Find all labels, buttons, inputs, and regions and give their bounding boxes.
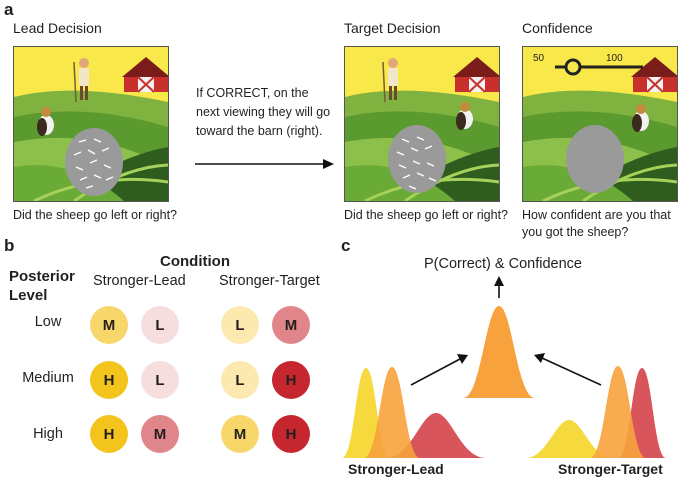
posterior-level-heading: Posterior Level bbox=[9, 268, 75, 304]
high-lead-second-circle: M bbox=[141, 415, 179, 453]
center-distribution bbox=[463, 306, 535, 398]
medium-target-first-circle: L bbox=[221, 361, 259, 399]
top-output-label: P(Correct) & Confidence bbox=[424, 256, 582, 272]
panel-c-letter: c bbox=[341, 236, 351, 255]
target-yellow-distribution bbox=[526, 420, 612, 458]
confidence-title: Confidence bbox=[522, 20, 593, 36]
distribution-diagram bbox=[342, 276, 666, 458]
target-decision-scene bbox=[344, 46, 500, 202]
target-orange-distribution bbox=[590, 366, 646, 458]
column-stronger-target: Stronger-Target bbox=[219, 273, 320, 289]
condition-heading: Condition bbox=[160, 253, 230, 270]
lead-orange-distribution bbox=[364, 367, 420, 458]
row-label-high: High bbox=[33, 426, 63, 442]
high-target-first-circle: M bbox=[221, 415, 259, 453]
instruction-text: If CORRECT, on the next viewing they wil… bbox=[196, 86, 331, 138]
low-target-second-circle: M bbox=[272, 306, 310, 344]
low-target-first-circle: L bbox=[221, 306, 259, 344]
row-label-low: Low bbox=[34, 314, 62, 330]
panel-a-letter: a bbox=[4, 0, 14, 19]
low-lead-first-circle: M bbox=[90, 306, 128, 344]
medium-lead-second-circle: L bbox=[141, 361, 179, 399]
right-to-center-arrow bbox=[541, 357, 602, 386]
lead-decision-caption: Did the sheep go left or right? bbox=[13, 208, 177, 222]
stronger-target-label: Stronger-Target bbox=[558, 461, 663, 477]
lead-decision-scene bbox=[13, 46, 169, 202]
row-label-medium: Medium bbox=[22, 370, 74, 386]
stronger-lead-label: Stronger-Lead bbox=[348, 461, 444, 477]
confidence-scale-min: 50 bbox=[533, 53, 545, 64]
low-lead-second-circle: L bbox=[141, 306, 179, 344]
high-target-second-circle: H bbox=[272, 415, 310, 453]
lead-decision-title: Lead Decision bbox=[13, 20, 102, 36]
medium-target-second-circle: H bbox=[272, 361, 310, 399]
panel-b-letter: b bbox=[4, 236, 15, 255]
left-to-center-arrow bbox=[410, 358, 461, 386]
column-stronger-lead: Stronger-Lead bbox=[93, 273, 186, 289]
target-decision-caption: Did the sheep go left or right? bbox=[344, 208, 508, 222]
instruction-arrow bbox=[195, 159, 334, 169]
medium-lead-first-circle: H bbox=[90, 361, 128, 399]
confidence-caption: How confident are you that you got the s… bbox=[522, 208, 671, 239]
confidence-scene bbox=[522, 46, 678, 202]
high-lead-first-circle: H bbox=[90, 415, 128, 453]
target-decision-title: Target Decision bbox=[344, 20, 441, 36]
confidence-scale-max: 100 bbox=[606, 53, 623, 64]
